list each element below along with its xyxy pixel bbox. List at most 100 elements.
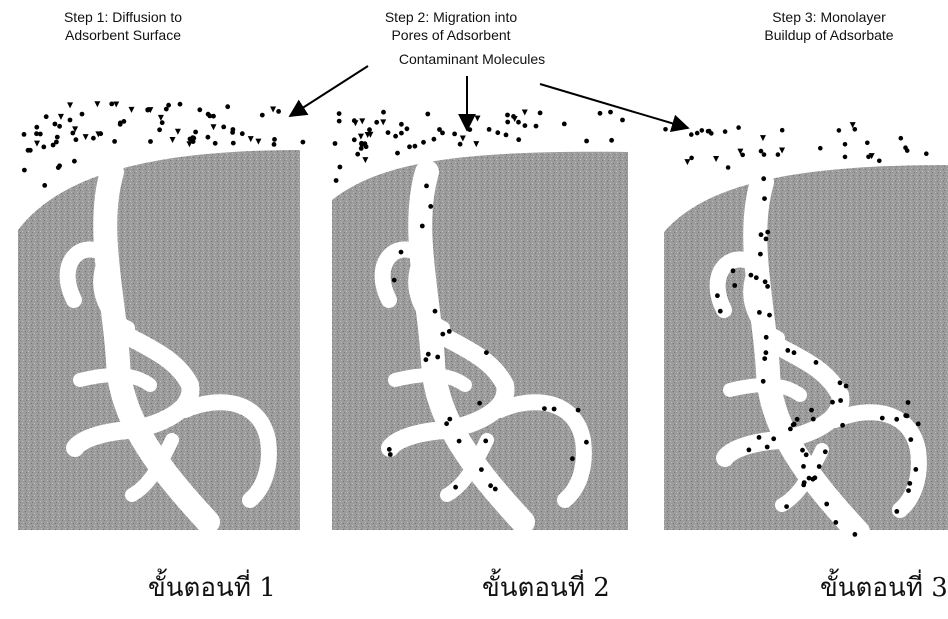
molecule-dot [428, 204, 433, 209]
molecule-dot [853, 532, 858, 537]
molecule-dot [762, 356, 767, 361]
molecule-dot [388, 452, 393, 457]
molecule-dot [352, 118, 357, 123]
molecule-dot [903, 145, 908, 150]
molecule-dot [784, 504, 789, 509]
panel-3-adsorbent [664, 165, 948, 532]
arrow-to-panel-1 [290, 66, 368, 116]
molecule-dot [759, 149, 764, 154]
molecule-dot [74, 137, 79, 142]
molecule-dot [570, 456, 575, 461]
molecule-dot [899, 136, 904, 141]
molecule-dot [880, 416, 885, 421]
molecule-dot [800, 448, 805, 453]
molecule-dot [413, 144, 418, 149]
molecule-dot [511, 114, 516, 119]
molecule-dot [913, 467, 918, 472]
molecule-dot [206, 135, 211, 140]
molecule-dot [801, 464, 806, 469]
molecule-dot [765, 445, 770, 450]
molecule-dot [487, 127, 492, 132]
molecule-dot [761, 379, 766, 384]
molecule-dot [736, 125, 741, 130]
molecule-dot [170, 137, 176, 143]
molecule-dot [771, 436, 776, 441]
molecule-dot [42, 183, 47, 188]
molecule-dot [877, 159, 882, 164]
molecule-dot [358, 134, 364, 140]
molecule-dot [865, 141, 870, 146]
molecule-dot [584, 139, 589, 144]
molecule-dot [158, 115, 164, 121]
molecule-dot [663, 127, 668, 132]
molecule-dot [367, 127, 372, 132]
molecule-dot [620, 118, 625, 123]
molecule-dot [272, 137, 277, 142]
molecule-dot [426, 352, 431, 357]
molecule-dot [444, 421, 449, 426]
molecule-dot [178, 102, 183, 107]
molecule-dot [505, 113, 510, 118]
molecule-dot [109, 102, 114, 107]
molecule-dot [762, 196, 767, 201]
molecule-dot [906, 400, 911, 405]
molecule-dot [210, 124, 216, 130]
molecule-dot [270, 106, 276, 112]
molecule-dot [94, 101, 100, 107]
molecule-dot [359, 118, 365, 124]
molecule-dot [44, 114, 49, 119]
molecule-dot [175, 129, 181, 135]
molecule-dot [760, 135, 766, 141]
molecule-dot [749, 273, 754, 278]
molecule-dot [51, 143, 56, 148]
molecule-dot [700, 128, 705, 133]
molecule-dot [801, 483, 806, 488]
molecule-dot [55, 135, 60, 140]
molecule-dot [843, 142, 848, 147]
caption-step-2: ขั้นตอนที่ 2 [482, 572, 610, 604]
molecule-dot [473, 141, 479, 147]
molecule-dot [34, 141, 40, 147]
molecule-dot [395, 151, 400, 156]
molecule-dot [334, 178, 339, 183]
panel-2-adsorbent [332, 152, 628, 530]
molecule-dot [608, 110, 613, 115]
adsorption-diagram [0, 0, 948, 560]
molecule-dot [689, 132, 694, 137]
molecule-dot [894, 509, 899, 514]
molecule-dot [516, 120, 521, 125]
molecule-dot [542, 406, 547, 411]
molecule-dot [584, 440, 589, 445]
molecule-dot [916, 422, 921, 427]
molecule-dot [788, 427, 793, 432]
molecule-dot [795, 417, 800, 422]
molecule-dot [762, 152, 767, 157]
molecule-dot [843, 155, 848, 160]
molecule-dot [726, 165, 731, 170]
molecule-dot [894, 417, 899, 422]
molecule-dot [562, 122, 567, 127]
molecule-dot [516, 137, 521, 142]
molecule-dot [833, 520, 838, 525]
molecule-dot [447, 329, 452, 334]
molecule-dot [145, 107, 150, 112]
molecule-dot [732, 283, 737, 288]
molecule-dot [440, 332, 445, 337]
molecule-dot [160, 120, 165, 125]
molecule-dot [814, 360, 819, 365]
molecule-dot [425, 112, 430, 117]
molecule-dot [380, 119, 386, 125]
molecule-dot [598, 111, 603, 116]
molecule-dot [460, 135, 466, 141]
molecule-dot [225, 104, 230, 109]
molecule-dot [57, 124, 62, 129]
molecule-dot [248, 136, 254, 142]
molecule-dot [355, 152, 360, 157]
molecule-dot [91, 136, 96, 141]
molecule-dot [53, 122, 58, 127]
molecule-dot [424, 184, 429, 189]
molecule-dot [193, 130, 198, 135]
molecule-dot [713, 156, 719, 162]
molecule-dot [213, 141, 218, 146]
molecule-dot [479, 467, 484, 472]
